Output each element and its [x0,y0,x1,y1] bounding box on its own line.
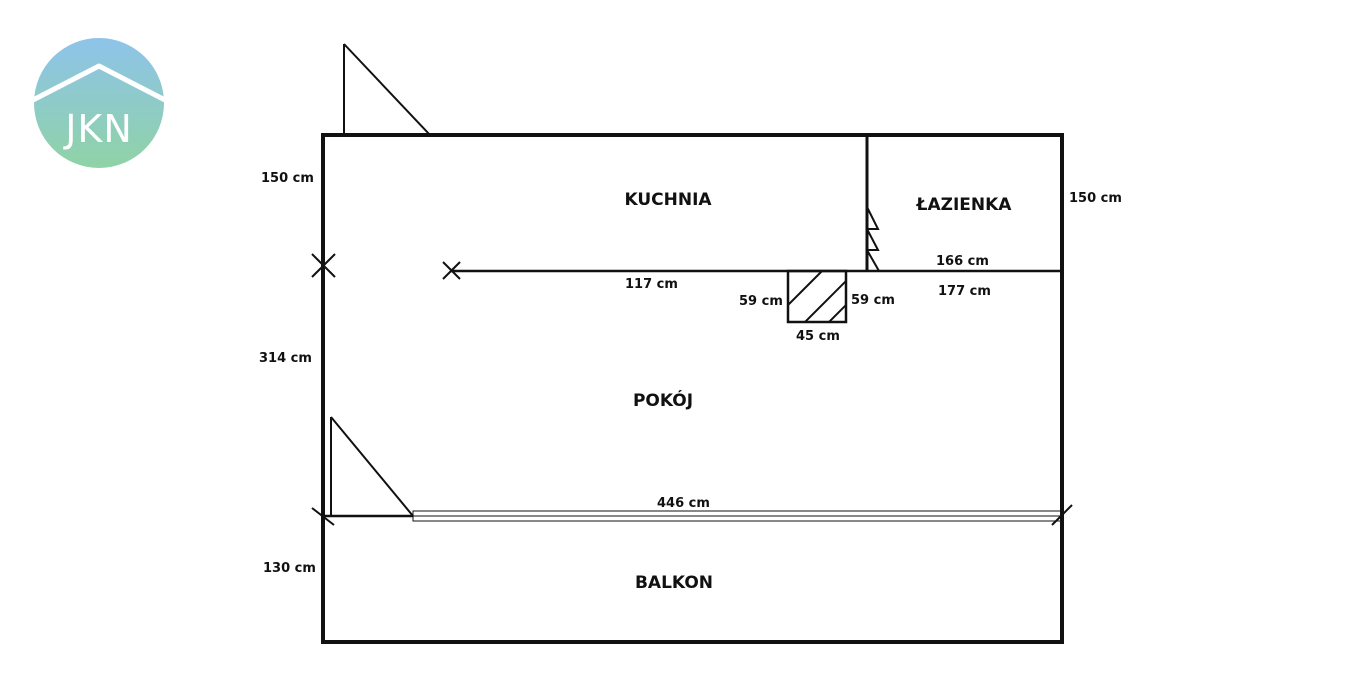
outer-walls [321,133,1064,644]
dim-kitchen-depth: 150 cm [261,171,314,186]
balcony-door [330,416,414,517]
dim-shaft-left: 59 cm [739,294,783,309]
interior-walls [323,135,1062,518]
logo-text: JKN [63,107,133,151]
dim-balcony-depth: 130 cm [263,561,316,576]
entrance-door [343,43,431,136]
dim-kitchen-wall-width: 117 cm [625,277,678,292]
dim-living-room-depth: 314 cm [259,351,312,366]
dim-window-width: 446 cm [657,496,710,511]
ventilation-shaft [786,269,848,324]
dim-bathroom-depth: 150 cm [1069,191,1122,206]
wall-end-markers [311,253,1073,526]
bathroom-door [865,206,880,272]
room-label-bathroom: ŁAZIENKA [916,195,1013,215]
company-logo: JKN [31,38,167,168]
dim-shaft-right: 59 cm [851,293,895,308]
dim-bathroom-wall-bottom: 177 cm [938,284,991,299]
dim-shaft-bottom: 45 cm [796,329,840,344]
roof-icon [31,63,167,103]
room-label-balcony: BALKON [635,573,713,593]
room-label-living-room: POKÓJ [633,389,693,411]
dim-bathroom-wall-top: 166 cm [936,254,989,269]
balcony-window [412,510,1063,522]
room-label-kitchen: KUCHNIA [624,190,712,210]
